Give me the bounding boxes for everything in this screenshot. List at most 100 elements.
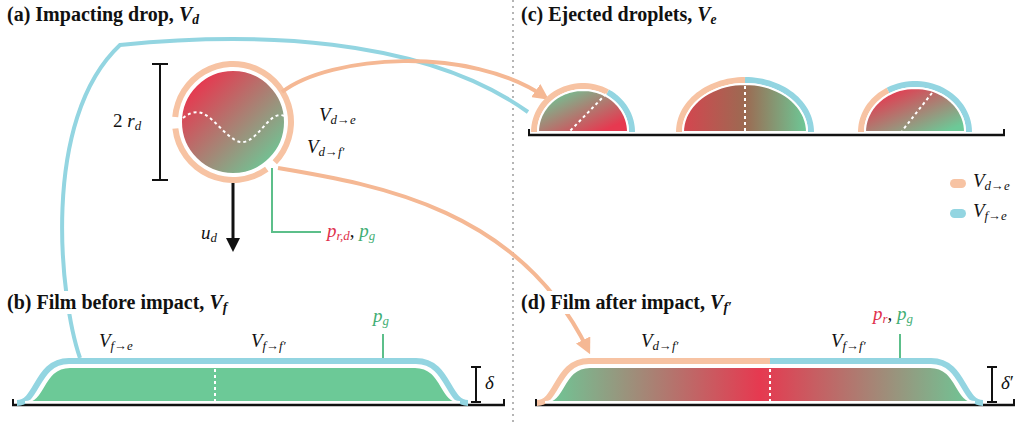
thickness-bracket: [991, 367, 993, 402]
text-part: (d) Film after impact,: [521, 291, 710, 313]
text-part: 2: [113, 110, 123, 131]
droplet: [865, 88, 965, 132]
diameter-bracket: [159, 64, 161, 180]
substrate: [535, 404, 1015, 407]
text-part: f: [223, 300, 228, 315]
symbol-label: Vf→f′: [830, 330, 867, 352]
text-part: δ: [485, 372, 494, 393]
substrate-end: [12, 399, 14, 406]
leader-line: [272, 168, 321, 232]
text-part: d→e: [985, 178, 1010, 193]
droplet: [683, 84, 807, 132]
film-outline: [537, 361, 770, 403]
drop-outline: [172, 61, 294, 183]
text-part: g: [383, 313, 389, 328]
symbol-label: Vf→f′: [250, 330, 287, 352]
text-part: d→e: [331, 112, 356, 127]
text-part: d→f′: [653, 338, 679, 353]
text-part: f→f′: [263, 338, 286, 353]
liquid-film: [545, 367, 975, 402]
text-part: δ: [1001, 372, 1010, 393]
text-part: p: [873, 303, 883, 324]
text-part: ,: [350, 220, 360, 241]
text-part: ′: [1010, 372, 1014, 393]
bracket-tick: [152, 179, 168, 181]
text-part: p: [373, 305, 383, 326]
text-part: V: [973, 200, 985, 221]
drop-outline-arc: [172, 128, 268, 183]
text-part: r,d: [337, 228, 350, 243]
velocity-arrow: [232, 183, 235, 240]
text-part: f→e: [985, 208, 1007, 223]
drop-divider: [183, 112, 284, 142]
bracket-tick: [152, 63, 168, 65]
drop-to-droplet-arrow: [282, 61, 545, 97]
bracket-tick: [987, 401, 997, 403]
text-part: p: [359, 220, 369, 241]
text-part: f→e: [111, 338, 133, 353]
droplet-divider: [902, 93, 932, 131]
text-part: d: [192, 12, 199, 27]
text-part: V: [251, 330, 263, 351]
text-part: V: [307, 136, 319, 157]
symbol-label: 2 rd: [112, 110, 142, 132]
text-part: ,: [888, 303, 898, 324]
legend-text: Vd→e: [972, 170, 1011, 192]
film-divider: [769, 369, 771, 401]
substrate-end: [528, 129, 530, 136]
text-part: (b) Film before impact,: [7, 291, 209, 313]
drop-to-film-arrow: [278, 168, 588, 350]
text-part: g: [907, 311, 913, 326]
panel-title: (d) Film after impact, Vf′: [520, 291, 733, 314]
ejected-droplets: [534, 80, 969, 132]
text-part: V: [697, 3, 710, 25]
legend-swatch: [950, 179, 966, 188]
bracket-tick: [987, 366, 997, 368]
symbol-label: Vd→e: [318, 104, 357, 126]
text-part: V: [973, 170, 985, 191]
symbol-label: Vd→f′: [306, 136, 345, 158]
text-part: V: [831, 330, 843, 351]
substrate: [528, 134, 1005, 137]
symbol-label: ud: [200, 222, 218, 244]
substrate-end: [535, 399, 537, 406]
liquid-film: [25, 367, 460, 402]
symbol-label: Vd→f′: [640, 330, 679, 352]
symbol-label: pr,d, pg: [326, 220, 376, 242]
legend-text: Vf→e: [972, 200, 1008, 222]
legend-swatch: [950, 209, 966, 218]
symbol-label: pr, pg: [872, 303, 914, 325]
text-part: V: [99, 330, 111, 351]
velocity-arrowhead: [226, 238, 240, 252]
text-part: V: [710, 291, 723, 313]
bracket-tick: [471, 366, 481, 368]
symbol-label: δ′: [1000, 372, 1015, 394]
panel-title: (a) Impacting drop, Vd: [6, 3, 200, 26]
text-part: d: [211, 230, 217, 245]
substrate: [12, 404, 505, 407]
text-part: d: [135, 118, 141, 133]
text-part: r: [127, 110, 134, 131]
text-part: V: [641, 330, 653, 351]
substrate-end: [1013, 399, 1015, 406]
panel-divider: [512, 0, 514, 422]
text-part: (a) Impacting drop,: [7, 3, 179, 25]
text-part: u: [201, 222, 211, 243]
text-part: p: [327, 220, 337, 241]
thickness-bracket: [475, 367, 477, 402]
text-part: V: [179, 3, 192, 25]
text-part: f→f′: [843, 338, 866, 353]
text-part: V: [319, 104, 331, 125]
impacting-drop: [181, 70, 285, 174]
panel-title: (b) Film before impact, Vf: [6, 291, 228, 314]
film-divider: [214, 369, 216, 401]
bracket-tick: [471, 401, 481, 403]
droplet: [538, 90, 628, 132]
film-outline: [770, 361, 983, 403]
text-part: r: [883, 311, 888, 326]
symbol-label: δ: [484, 372, 495, 394]
droplet-divider: [744, 86, 746, 131]
text-part: [123, 110, 128, 131]
text-part: e: [711, 12, 717, 27]
